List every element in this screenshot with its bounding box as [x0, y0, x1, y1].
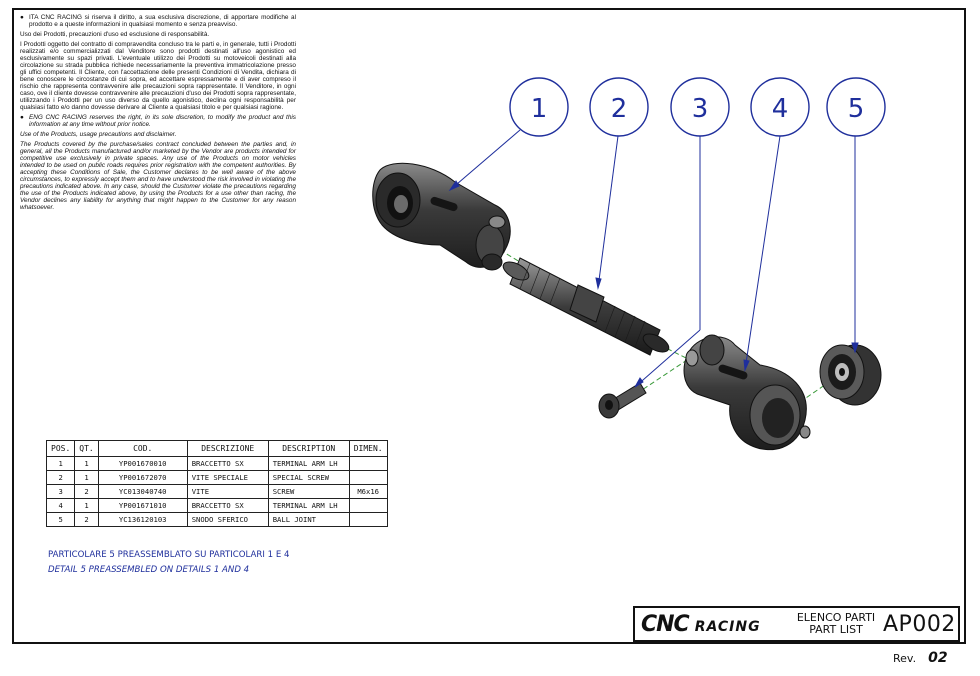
cell-description: TERMINAL ARM LH: [267, 498, 350, 513]
header-descrizione: DESCRIZIONE: [186, 440, 269, 457]
cell-pos: 4: [45, 498, 76, 513]
parts-table: POS. QT. COD. DESCRIZIONE DESCRIPTION DI…: [45, 440, 388, 527]
cnc-racing-logo: CNC RACING: [635, 612, 793, 637]
balloon-5-label: 5: [848, 94, 865, 124]
disclaimer-eng-heading: Use of the Products, usage precautions a…: [20, 131, 177, 138]
callout-leaders: [448, 129, 859, 388]
part-3-screw: [598, 382, 647, 419]
disclaimer-eng-title: ●ENG CNC RACING reserves the right, in i…: [20, 114, 296, 128]
callout-balloons: [509, 77, 886, 137]
cell-qty: 1: [74, 498, 99, 513]
cell-pos: 2: [45, 470, 76, 485]
disclaimer-ita-body: I Prodotti oggetto del contratto di comp…: [20, 41, 296, 111]
cell-code: YP001671010: [97, 498, 188, 513]
cell-description: SCREW: [267, 484, 350, 499]
cell-qty: 1: [74, 470, 99, 485]
label-part-list: PART LIST: [809, 623, 863, 636]
cell-descrizione: VITE: [186, 484, 269, 499]
assembly-note-ita: PARTICOLARE 5 PREASSEMBLATO SU PARTICOLA…: [48, 550, 290, 560]
cell-description: BALL JOINT: [267, 512, 350, 527]
revision-label: Rev.: [893, 652, 917, 665]
disclaimer: ●ITA CNC RACING si riserva il diritto, a…: [20, 14, 296, 214]
logo-sub-text: RACING: [694, 618, 761, 635]
cell-descrizione: VITE SPECIALE: [186, 470, 269, 485]
header-code: COD.: [97, 440, 188, 457]
table-row: 2 1 YP001672070 VITE SPECIALE SPECIAL SC…: [45, 470, 388, 485]
cell-qty: 1: [74, 456, 99, 471]
cell-pos: 1: [45, 456, 76, 471]
cell-dimen: [348, 470, 388, 485]
cell-code: YC013040740: [97, 484, 188, 499]
cell-descrizione: BRACCETTO SX: [186, 456, 269, 471]
cell-qty: 2: [74, 512, 99, 527]
table-row: 1 1 YP001670010 BRACCETTO SX TERMINAL AR…: [45, 456, 388, 471]
cell-description: TERMINAL ARM LH: [267, 456, 350, 471]
balloon-4-label: 4: [772, 94, 789, 124]
disclaimer-ita-title: ●ITA CNC RACING si riserva il diritto, a…: [20, 14, 296, 28]
part-1-terminal-arm: [372, 162, 511, 271]
cell-code: YP001670010: [97, 456, 188, 471]
label-elenco-parti: ELENCO PARTI: [796, 611, 876, 624]
cell-code: YC136120103: [97, 512, 188, 527]
header-qty: QT.: [74, 440, 99, 457]
table-row: 5 2 YC136120103 SNODO SFERICO BALL JOINT: [45, 512, 388, 527]
parts-table-header: POS. QT. COD. DESCRIZIONE DESCRIPTION DI…: [45, 440, 388, 457]
revision-value: 02: [928, 650, 948, 666]
drawing-frame: [12, 8, 966, 644]
title-block-labels: ELENCO PARTI PART LIST: [795, 612, 877, 636]
part-5-ball-joint: [819, 344, 882, 406]
document-code: AP002: [883, 611, 956, 637]
cell-code: YP001672070: [97, 470, 188, 485]
cell-qty: 2: [74, 484, 99, 499]
balloon-2-label: 2: [611, 94, 628, 124]
cell-pos: 3: [45, 484, 76, 499]
cell-descrizione: SNODO SFERICO: [186, 512, 269, 527]
bullet-icon: ●: [20, 114, 24, 121]
cell-dimen: [348, 498, 388, 513]
assembly-note-eng: DETAIL 5 PREASSEMBLED ON DETAILS 1 AND 4: [48, 565, 250, 575]
header-description: DESCRIPTION: [267, 440, 350, 457]
header-pos: POS.: [45, 440, 76, 457]
part-4-terminal-arm: [683, 334, 811, 451]
cell-description: SPECIAL SCREW: [267, 470, 350, 485]
cell-dimen: [348, 456, 388, 471]
cell-dimen: [348, 512, 388, 527]
logo-main-text: CNC: [641, 611, 690, 637]
cell-descrizione: BRACCETTO SX: [186, 498, 269, 513]
header-dimen: DIMEN.: [348, 440, 388, 457]
bullet-icon: ●: [20, 14, 24, 21]
disclaimer-eng-body: The Products covered by the purchase/sal…: [20, 141, 296, 211]
balloon-3-label: 3: [692, 94, 709, 124]
cell-pos: 5: [45, 512, 76, 527]
exploded-assembly-drawing: 1 2 3 4 5: [372, 77, 886, 451]
disclaimer-ita-heading: Uso dei Prodotti, precauzioni d'uso ed e…: [20, 31, 210, 38]
part-2-special-screw: [502, 257, 670, 356]
table-row: 4 1 YP001671010 BRACCETTO SX TERMINAL AR…: [45, 498, 388, 513]
title-block: CNC RACING ELENCO PARTI PART LIST AP002: [633, 606, 960, 642]
cell-dimen: M6x16: [348, 484, 388, 499]
revision: Rev. 02: [893, 650, 948, 666]
table-row: 3 2 YC013040740 VITE SCREW M6x16: [45, 484, 388, 499]
balloon-1-label: 1: [531, 94, 548, 124]
